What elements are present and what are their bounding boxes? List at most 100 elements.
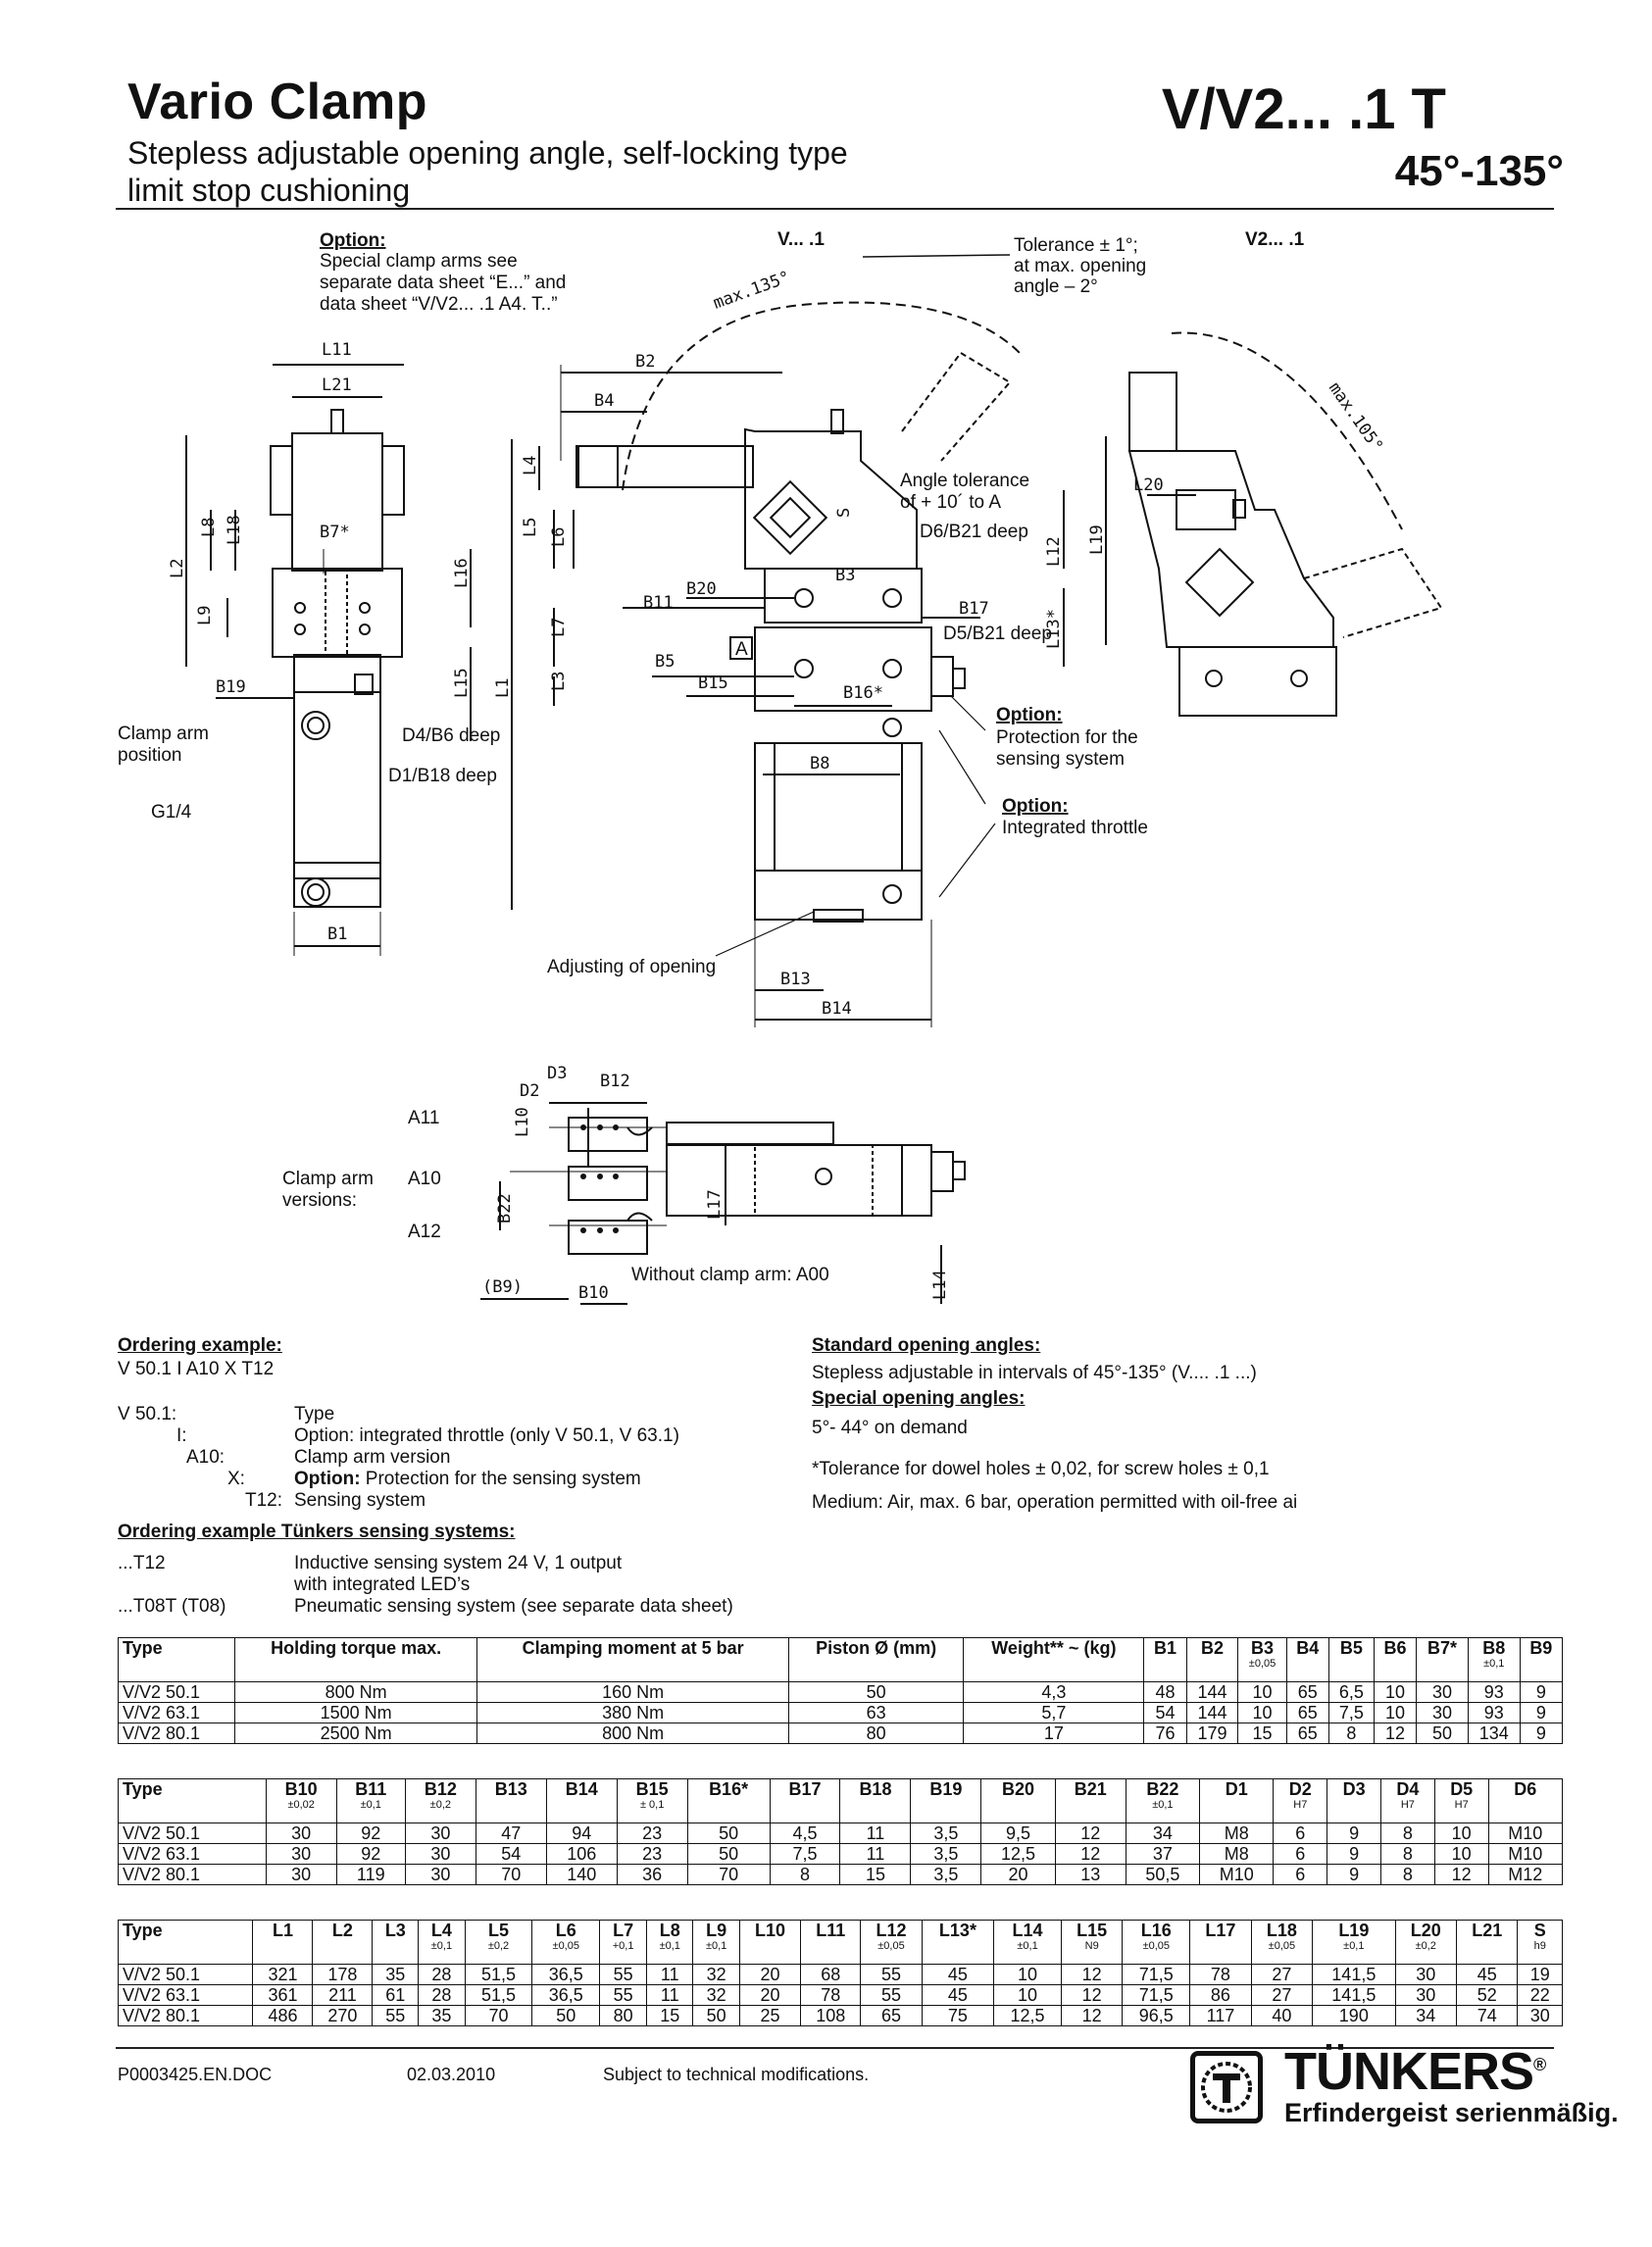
table-cell: 74 xyxy=(1455,2005,1519,2026)
table-header-cell: B8±0,1 xyxy=(1467,1637,1521,1682)
table-header-cell: Type xyxy=(117,1920,254,1965)
dim-b11: B11 xyxy=(643,593,674,613)
dim-b20: B20 xyxy=(686,579,717,599)
dim-l8: L8 xyxy=(199,518,219,537)
table-header-cell: L18±0,05 xyxy=(1250,1920,1314,1965)
table-cell: 6,5 xyxy=(1327,1681,1375,1703)
table-cell: 8 xyxy=(1380,1823,1435,1844)
table-cell: 70 xyxy=(686,1864,771,1885)
header-label: L18 xyxy=(1266,1921,1297,1940)
header-label: L2 xyxy=(331,1921,353,1940)
table-cell: 7,5 xyxy=(1327,1702,1375,1723)
header-label: L3 xyxy=(384,1921,406,1940)
table-cell: 76 xyxy=(1143,1723,1187,1744)
table-cell: 50 xyxy=(531,2005,601,2026)
table-header-cell: L2 xyxy=(312,1920,374,1965)
dim-l20: L20 xyxy=(1133,475,1164,495)
header-label: L4 xyxy=(430,1921,452,1940)
table-cell: 190 xyxy=(1312,2005,1396,2026)
table-header-cell: L8±0,1 xyxy=(646,1920,694,1965)
table-header-cell: B16* xyxy=(686,1778,771,1823)
table-cell: 80 xyxy=(787,1723,965,1744)
arm-dim-b9: (B9) xyxy=(482,1277,523,1297)
table-header-cell: B7* xyxy=(1416,1637,1469,1682)
table-header-cell: L5±0,2 xyxy=(464,1920,533,1965)
table-header-cell: B3±0,05 xyxy=(1237,1637,1287,1682)
header-label: B14 xyxy=(565,1779,598,1799)
table-cell: 51,5 xyxy=(464,1964,533,1985)
arm-versions-line-2: versions: xyxy=(282,1190,357,1211)
table-header-cell: Weight** ~ (kg) xyxy=(963,1637,1145,1682)
table-header-cell: L7+0,1 xyxy=(599,1920,648,1965)
header-label: B2 xyxy=(1201,1638,1225,1658)
dim-b19: B19 xyxy=(216,677,246,697)
table-header-cell: Type xyxy=(118,1637,235,1682)
ordering-desc-4: Option: Protection for the sensing syste… xyxy=(294,1469,641,1490)
ordering-heading: Ordering example: xyxy=(118,1335,282,1356)
page-title: Vario Clamp xyxy=(127,74,428,130)
table-cell: 7,5 xyxy=(769,1843,841,1865)
subtitle-line-2: limit stop cushioning xyxy=(127,173,411,208)
protection-line-2: sensing system xyxy=(996,749,1125,770)
table-cell: 10 xyxy=(1433,1843,1489,1865)
tolerance-line-1: Tolerance ± 1°; xyxy=(1014,235,1138,256)
table-cell: 55 xyxy=(860,1964,923,1985)
view-v2-label: V2... .1 xyxy=(1245,229,1305,250)
dim-b2: B2 xyxy=(635,352,655,372)
table-header-cell: B19 xyxy=(910,1778,982,1823)
table-header-cell: Type xyxy=(118,1778,267,1823)
table-cell: 36,5 xyxy=(531,1984,601,2006)
table-cell: 23 xyxy=(616,1843,688,1865)
dim-l2: L2 xyxy=(168,559,187,578)
max105-label: max.105° xyxy=(1325,378,1386,456)
table-header-cell: L13* xyxy=(921,1920,995,1965)
header-label: D3 xyxy=(1342,1779,1366,1799)
header-label: Type xyxy=(123,1638,163,1658)
table-cell: 30 xyxy=(404,1823,476,1844)
header-label: B10 xyxy=(284,1779,318,1799)
table-cell: 30 xyxy=(1517,2005,1563,2026)
header-label: B5 xyxy=(1339,1638,1363,1658)
table-header-cell: L17 xyxy=(1189,1920,1252,1965)
table-cell: 30 xyxy=(1416,1681,1469,1703)
table-header-cell: L6±0,05 xyxy=(531,1920,601,1965)
table-cell: 10 xyxy=(993,1984,1062,2006)
table-cell: 10 xyxy=(1373,1702,1418,1723)
table-cell: 93 xyxy=(1467,1702,1521,1723)
header-label: Holding torque max. xyxy=(271,1638,442,1658)
header-label: Piston Ø (mm) xyxy=(816,1638,937,1658)
table-cell: 30 xyxy=(1394,1964,1458,1985)
header-label: D6 xyxy=(1514,1779,1537,1799)
table-cell: 61 xyxy=(372,1984,420,2006)
table-cell: 6 xyxy=(1273,1864,1328,1885)
table-cell: 45 xyxy=(1455,1964,1519,1985)
table-cell: 20 xyxy=(738,1964,802,1985)
brand-text: TÜNKERS xyxy=(1284,2042,1534,2101)
header-label: B4 xyxy=(1296,1638,1320,1658)
header-label: L8 xyxy=(659,1921,680,1940)
header-tolerance: ± 0,1 xyxy=(639,1799,665,1811)
header-tolerance: ±0,05 xyxy=(1268,1940,1296,1952)
arm-dim-b10: B10 xyxy=(578,1283,609,1303)
without-arm-label: Without clamp arm: A00 xyxy=(631,1265,829,1285)
dim-l3: L3 xyxy=(549,672,569,691)
ordering-desc-4-bold: Option: xyxy=(294,1469,361,1489)
option-arms-line-3: data sheet “V/V2... .1 A4. T..” xyxy=(320,294,558,315)
table-header-cell: B21 xyxy=(1054,1778,1126,1823)
table-cell: 8 xyxy=(769,1864,841,1885)
header-tolerance: ±0,05 xyxy=(1248,1658,1277,1670)
std-angles-text: Stepless adjustable in intervals of 45°-… xyxy=(812,1363,1257,1383)
table-cell: 380 Nm xyxy=(476,1702,789,1723)
header-label: B11 xyxy=(355,1779,387,1799)
table-cell: 119 xyxy=(335,1864,406,1885)
brand-registered: ® xyxy=(1533,2055,1546,2074)
header-label: B8 xyxy=(1482,1638,1506,1658)
header-label: B21 xyxy=(1074,1779,1107,1799)
